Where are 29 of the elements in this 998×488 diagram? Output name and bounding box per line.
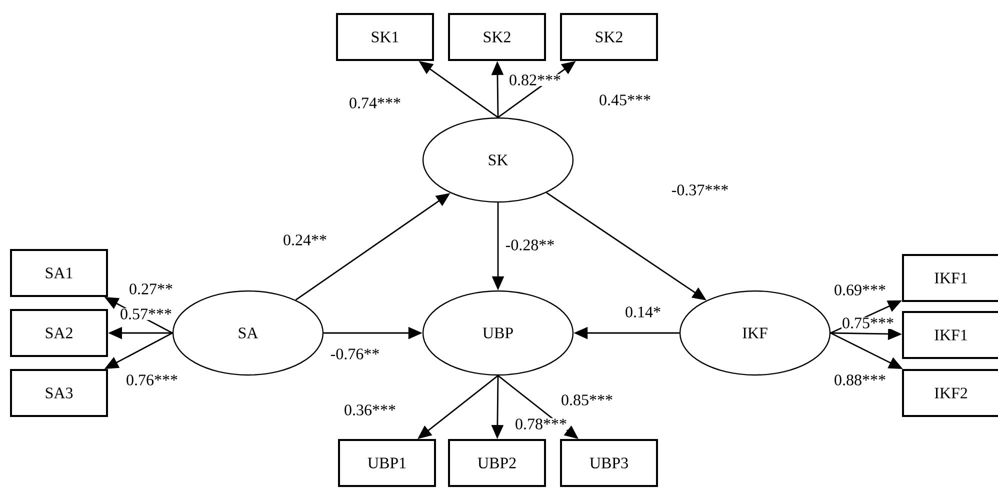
edge-label: 0.85***	[560, 394, 614, 406]
edge-label: 0.78***	[514, 418, 568, 430]
edge-label: 0.14*	[624, 306, 662, 318]
edge-label: 0.88***	[834, 374, 886, 386]
edge-label: 0.76***	[126, 374, 178, 386]
indicator-box: SK2	[560, 13, 658, 61]
edge-label: 0.45***	[598, 94, 652, 106]
indicator-box: UBP2	[448, 439, 546, 487]
edge-label: -0.28**	[504, 239, 556, 251]
indicator-box: UBP3	[560, 439, 658, 487]
indicator-box: IKF1	[902, 254, 998, 302]
edge-label: 0.27**	[128, 283, 174, 295]
edge-label: 0.74***	[348, 97, 402, 109]
edge-label: -0.37***	[670, 184, 730, 196]
edge-label: 0.57***	[120, 308, 172, 320]
indicator-box: SA1	[10, 249, 108, 297]
edge-label: 0.82***	[508, 74, 562, 86]
indicator-box: UBP1	[338, 439, 436, 487]
indicator-box: SK2	[448, 13, 546, 61]
edge-label: 0.75***	[842, 317, 894, 329]
indicator-box: SA3	[10, 369, 108, 417]
edge-label: 0.24**	[282, 234, 328, 246]
edge-label: -0.76**	[330, 348, 380, 360]
indicator-box: IKF1	[902, 311, 998, 359]
indicator-box: IKF2	[902, 369, 998, 417]
edge-label: 0.69***	[834, 284, 886, 296]
edge-label: 0.36***	[344, 404, 396, 416]
indicator-box: SA2	[10, 309, 108, 357]
indicator-box: SK1	[336, 13, 434, 61]
